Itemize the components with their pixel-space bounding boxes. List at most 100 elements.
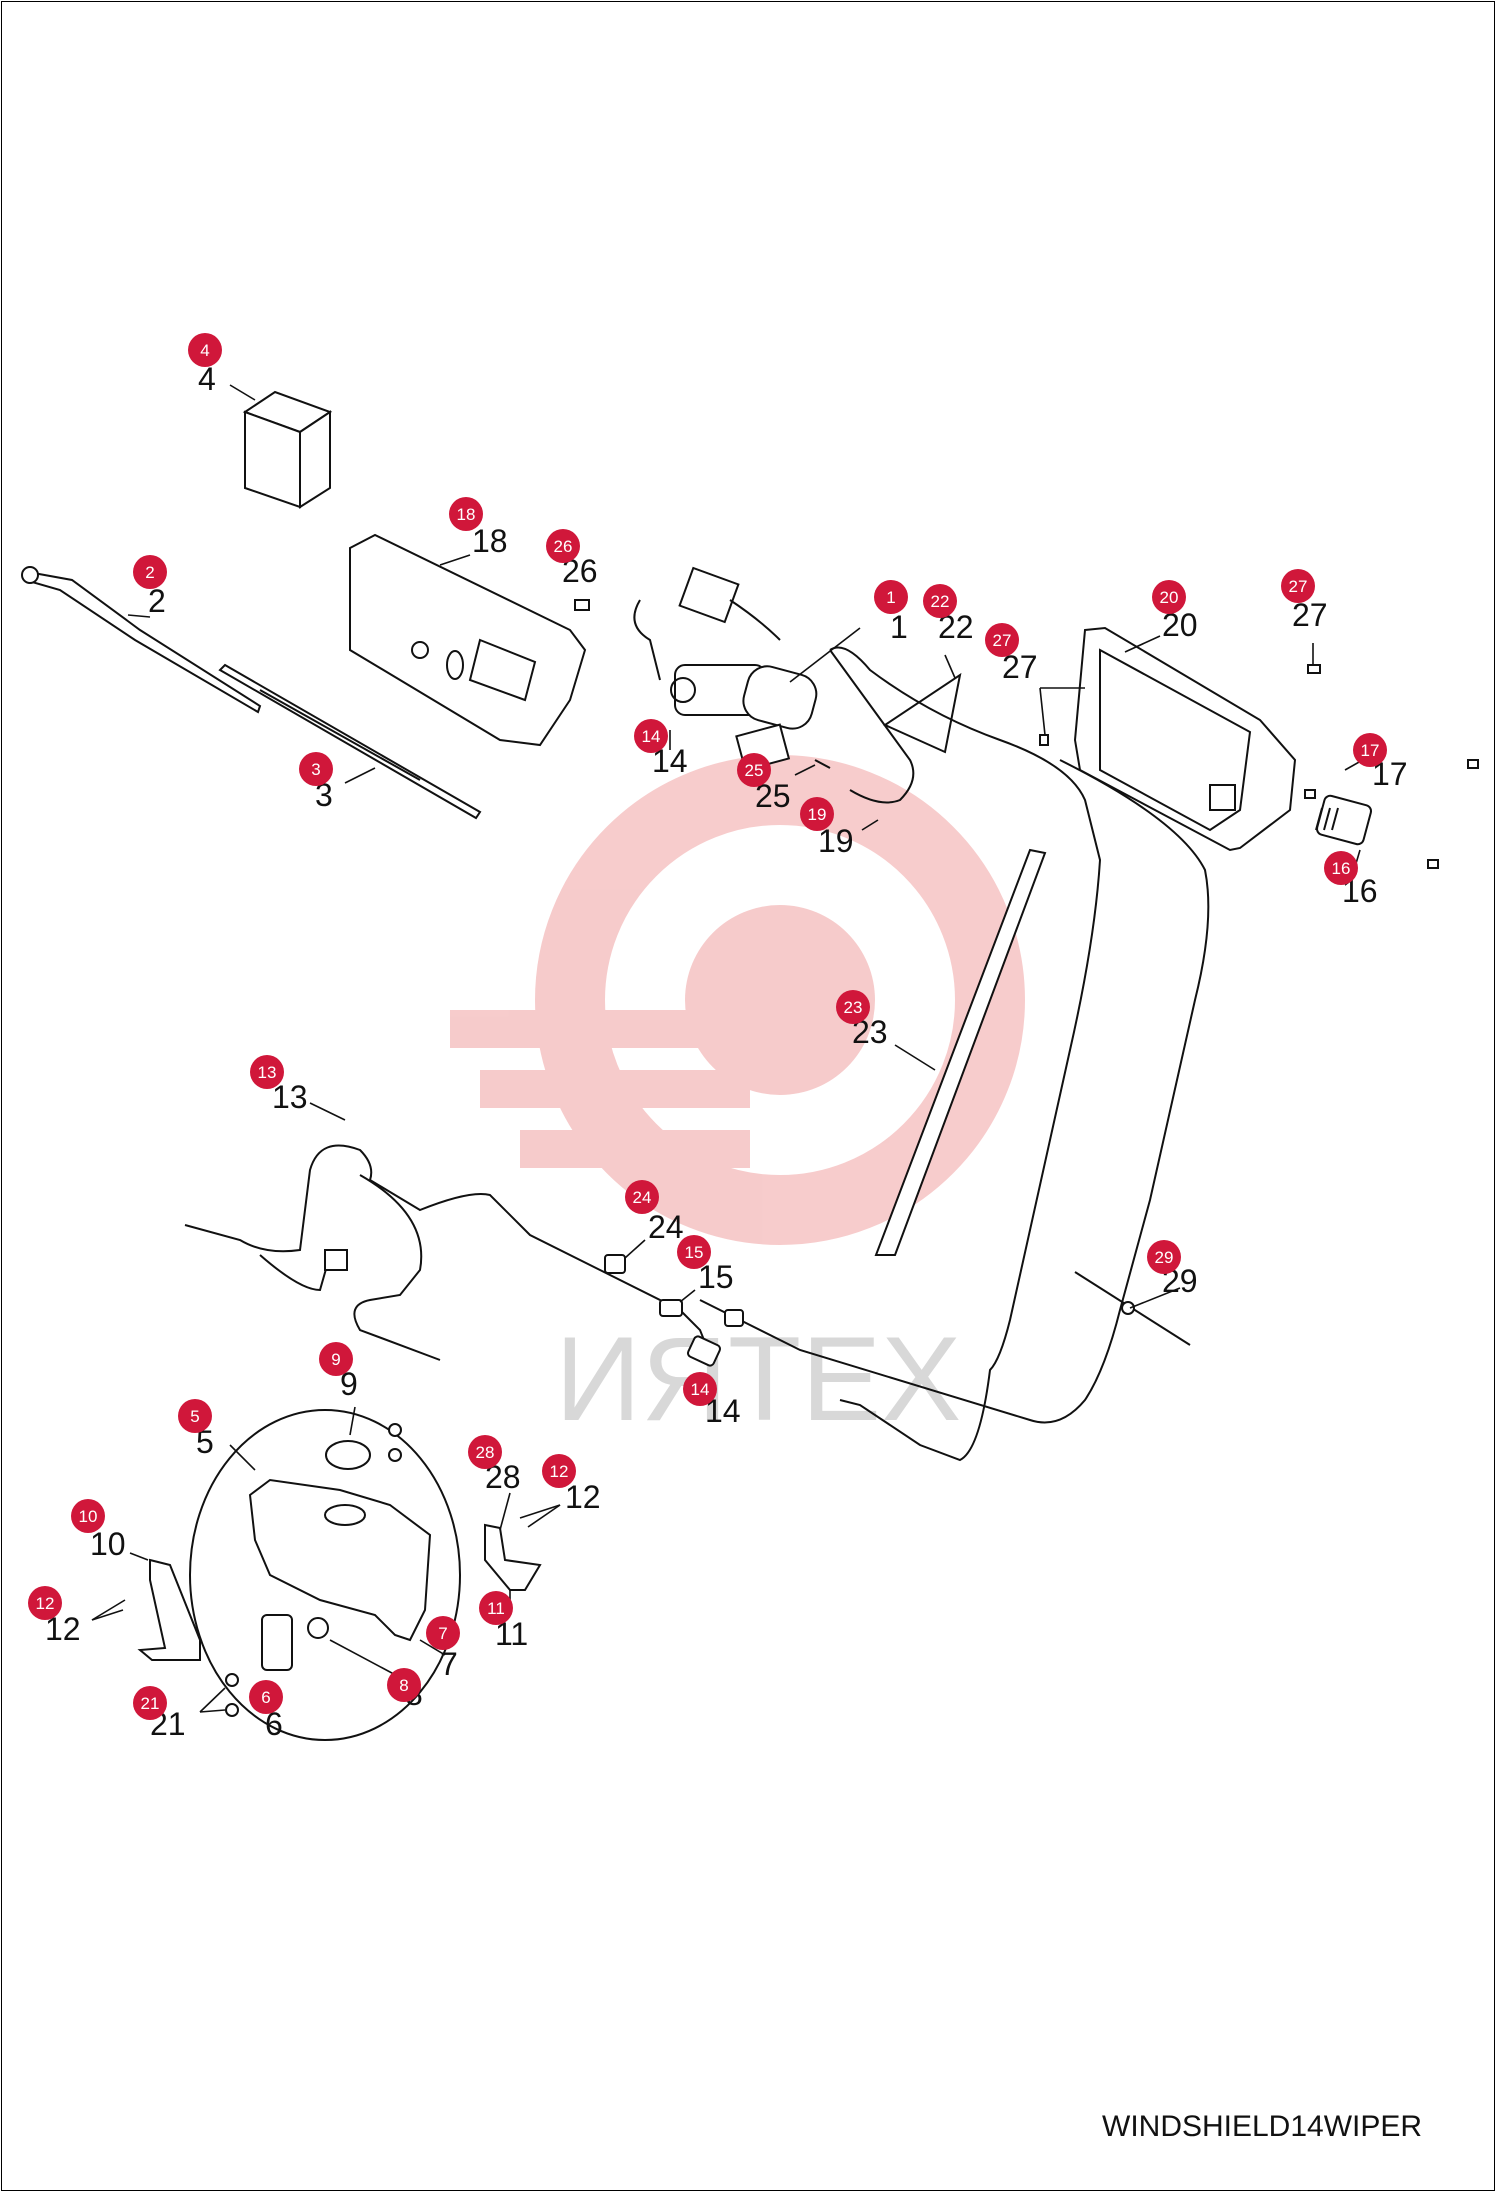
- callout-17: 17: [1361, 741, 1380, 760]
- part-26-clip: [574, 599, 590, 611]
- callout-18: 18: [457, 505, 476, 524]
- washer-hose: [829, 646, 1102, 1462]
- callout-badge: [874, 580, 908, 614]
- callout-8: 8: [399, 1676, 408, 1695]
- part-10-bracket: [137, 1558, 201, 1661]
- callout-badge: [542, 1454, 576, 1488]
- callout-10: 10: [79, 1507, 98, 1526]
- part-18-cover: [349, 533, 587, 747]
- watermark-text: ИЯТЕХ: [555, 1312, 961, 1446]
- callout-16: 16: [1332, 859, 1351, 878]
- callout-badge: [625, 1180, 659, 1214]
- part-15-clip: [659, 1299, 683, 1317]
- callout-badge: [250, 1055, 284, 1089]
- small-nuts-top: [388, 1423, 402, 1462]
- part-21-nuts: [225, 1673, 239, 1717]
- label-3: 3: [315, 777, 333, 813]
- callout-badge: [800, 797, 834, 831]
- callout-24: 24: [633, 1188, 652, 1207]
- label-5: 5: [196, 1424, 214, 1460]
- callout-26: 26: [554, 537, 573, 556]
- callout-badge: [28, 1586, 62, 1620]
- label-27: 27: [1292, 597, 1328, 633]
- callout-25: 25: [745, 761, 764, 780]
- callout-11: 11: [487, 1599, 505, 1618]
- callout-badge: [677, 1235, 711, 1269]
- callout-28: 28: [476, 1443, 495, 1462]
- callout-badge: [479, 1591, 513, 1625]
- callout-3: 3: [311, 760, 320, 779]
- part-3-wiper-blade: [218, 663, 482, 820]
- part-13-harness: [184, 1144, 711, 1361]
- part-23-strip: [874, 848, 1047, 1256]
- callout-badge: [985, 623, 1019, 657]
- callout-badge: [1147, 1240, 1181, 1274]
- callout-7: 7: [438, 1624, 447, 1643]
- part-1-wiper-motor: [633, 566, 818, 772]
- part-24-clip: [604, 1254, 626, 1274]
- part-14-clip-lower: [686, 1335, 722, 1367]
- part-9-cap: [325, 1440, 371, 1470]
- callout-15: 15: [685, 1243, 704, 1262]
- callout-badge: [737, 753, 771, 787]
- callout-badge: [133, 1686, 167, 1720]
- part-4-box: [242, 390, 333, 509]
- callout-badge: [188, 333, 222, 367]
- callout-13: 13: [258, 1063, 277, 1082]
- part-22-bracket: [882, 672, 962, 754]
- callout-badge: [1281, 569, 1315, 603]
- label-7: 7: [440, 1646, 458, 1682]
- part-8-grommet: [307, 1617, 329, 1639]
- callout-14: 14: [642, 727, 661, 746]
- callout-21: 21: [141, 1694, 160, 1713]
- part-20-housing: [1073, 626, 1297, 852]
- callout-badge: [683, 1372, 717, 1406]
- callout-badge: [249, 1680, 283, 1714]
- part-14-clip-cube: [724, 1309, 744, 1327]
- callout-badge: [634, 719, 668, 753]
- callout-badge: [426, 1616, 460, 1650]
- callout-12: 12: [36, 1594, 55, 1613]
- callout-badge: [319, 1342, 353, 1376]
- callout-badge: [133, 555, 167, 589]
- callout-badge: [468, 1435, 502, 1469]
- callout-6: 6: [261, 1688, 270, 1707]
- callout-badge: [71, 1499, 105, 1533]
- diagram-code: WINDSHIELD14WIPER: [1102, 2110, 1423, 2143]
- callout-badge: [1152, 580, 1186, 614]
- callout-4: 4: [200, 341, 209, 360]
- callout-badge: [923, 584, 957, 618]
- part-5-reservoir: [248, 1478, 432, 1642]
- label-18: 18: [472, 523, 508, 559]
- callout-badges: 4 18 26 2 1 22 27 20 27 14 25 3 19 17 16…: [28, 333, 1387, 1720]
- callout-badge: [836, 990, 870, 1024]
- label-6: 6: [265, 1706, 283, 1742]
- callout-27: 27: [993, 631, 1012, 650]
- callout-2: 2: [145, 563, 154, 582]
- label-1: 1: [890, 609, 908, 645]
- label-12: 12: [565, 1479, 601, 1515]
- callout-29: 29: [1155, 1248, 1174, 1267]
- watermark-logo: [450, 755, 1025, 1245]
- part-2-wiper-arm: [21, 566, 262, 714]
- callout-badge: [387, 1668, 421, 1702]
- callout-14: 14: [691, 1380, 710, 1399]
- callout-23: 23: [844, 998, 863, 1017]
- part-19-hose: [829, 649, 915, 804]
- part-17-switch: [1315, 794, 1373, 846]
- callout-27: 27: [1289, 577, 1308, 596]
- label-9: 9: [340, 1366, 358, 1402]
- callout-22: 22: [931, 592, 950, 611]
- part-6-pump: [261, 1614, 293, 1671]
- part-27-screws: [1039, 664, 1479, 869]
- callout-badge: [178, 1399, 212, 1433]
- part-29-tie: [1074, 1271, 1191, 1346]
- callout-5: 5: [190, 1407, 199, 1426]
- callout-badge: [299, 752, 333, 786]
- label-4: 4: [198, 361, 216, 397]
- callout-badge: [1353, 733, 1387, 767]
- label-24: 24: [648, 1209, 684, 1245]
- callout-1: 1: [886, 588, 895, 607]
